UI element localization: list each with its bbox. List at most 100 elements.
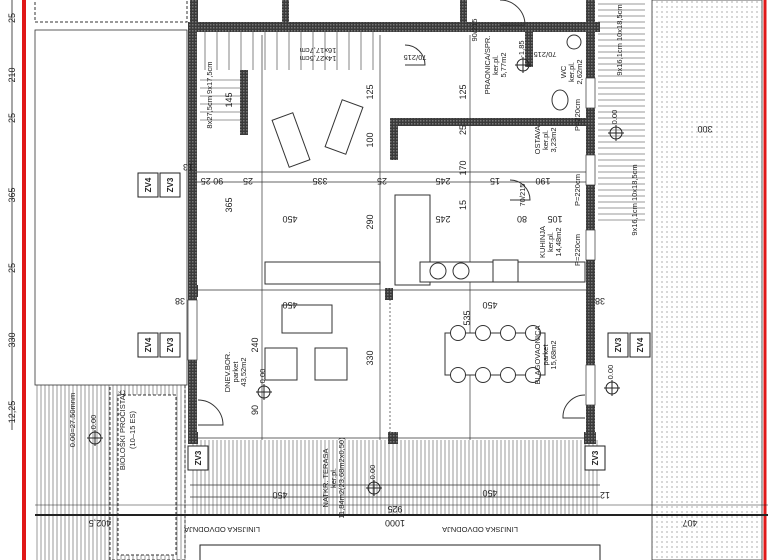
- window-tag-box: [159, 332, 181, 358]
- room-label-floor: ker.pl.: [567, 62, 576, 82]
- level-value: 0.00: [606, 365, 615, 380]
- dimension-label: 12,25: [7, 401, 17, 424]
- dimension-label: 15: [490, 176, 500, 186]
- dimension-label: 25: [7, 263, 17, 273]
- left-yard: [34, 29, 188, 386]
- room-label-area: 15,68m2: [549, 340, 558, 369]
- room-label-area: 5,77m2: [499, 52, 508, 77]
- room-label-name: KUHINJA: [538, 226, 547, 258]
- level-marker-icon: [608, 125, 624, 141]
- sofa: [264, 261, 381, 285]
- room-label-area: 43,52m2: [239, 357, 248, 386]
- top-left-dashed-area: [34, 0, 188, 23]
- toilet: [551, 89, 569, 111]
- window-tag-box: [159, 172, 181, 198]
- window-tag-box: [584, 445, 606, 471]
- annotation-door-1: 70/215: [404, 53, 427, 62]
- armchair: [264, 347, 298, 381]
- door-swing: [562, 394, 586, 419]
- dimension-label: 290: [365, 214, 375, 229]
- dimension-label: 450: [482, 300, 497, 310]
- annotation-door-4: 90/215: [470, 19, 479, 42]
- dining-chair: [500, 367, 516, 383]
- window-tag-box: [137, 172, 159, 198]
- dimension-label: 450: [282, 214, 297, 224]
- annotation-window-height-2: P=220cm: [573, 174, 582, 206]
- dimension-label: 240: [250, 337, 260, 352]
- dimension-label: 38: [175, 296, 185, 306]
- dimension-label: 125: [365, 84, 375, 99]
- dimension-label: 925: [387, 504, 402, 514]
- dimension-label: 300: [697, 124, 712, 134]
- level-marker-icon: [366, 480, 382, 496]
- annotation-drainage-left: LINIJSKA ODVODNJA: [184, 525, 260, 534]
- lounger: [271, 112, 311, 168]
- terrace-hatched-area: [190, 440, 600, 515]
- door-swing: [499, 0, 526, 26]
- dimension-label: 407: [682, 518, 697, 528]
- dimension-label: 12: [600, 490, 610, 500]
- annotation-stairs-main-a: 16x17,7cm: [300, 46, 337, 55]
- level-marker-icon: [604, 380, 620, 396]
- armchair: [314, 347, 348, 381]
- level-marker-icon: [515, 57, 531, 73]
- room-label-area: 11,84m2(23,68m2x0,50): [337, 437, 346, 519]
- dimension-label: 450: [282, 300, 297, 310]
- window-tag-box: [137, 332, 159, 358]
- dimension-label: 330: [365, 350, 375, 365]
- dining-chair: [475, 325, 491, 341]
- dimension-label: 13: [183, 162, 193, 172]
- room-label-floor: parket: [231, 361, 240, 383]
- level-marker-icon: [87, 430, 103, 446]
- dimension-label: 335: [312, 176, 327, 186]
- lounger: [324, 99, 364, 155]
- dining-chair: [475, 367, 491, 383]
- window-tag-box: [607, 332, 629, 358]
- dimension-label: 330: [7, 332, 17, 347]
- level-value: 0.00: [368, 465, 377, 480]
- room-label-floor: ker.pl.: [329, 468, 338, 488]
- dimension-label: 100: [365, 132, 375, 147]
- door-swing: [509, 179, 531, 201]
- window-tag: ZV4: [636, 337, 645, 352]
- annotation-treatment-capacity: (10–15 ES): [128, 411, 137, 449]
- dimension-label: 170: [458, 160, 468, 175]
- room-label-floor: ker.pl.: [546, 232, 555, 252]
- cooktop: [492, 259, 519, 283]
- room-label-area: 3,23m2: [549, 127, 558, 152]
- window-tag: ZV3: [166, 177, 175, 192]
- grid-lines: [190, 35, 600, 498]
- door-swing: [197, 399, 224, 426]
- dimension-label: 1000: [385, 518, 405, 528]
- dimension-label: 245: [435, 214, 450, 224]
- annotation-stairs-main-b: 14x27,5cm: [300, 54, 337, 63]
- room-label-area: 2,62m2: [575, 59, 584, 84]
- annotation-window-height-3: P=220cm: [573, 234, 582, 266]
- window-tag: ZV3: [591, 450, 600, 465]
- window-tag: ZV4: [144, 337, 153, 352]
- annotation-stairs-left: 8x27,5cm 9x17,5cm: [205, 61, 214, 128]
- annotation-stairs-right-top: 9x16,1cm 10x18,5cm: [615, 4, 624, 75]
- window-tag: ZV3: [614, 337, 623, 352]
- dimension-label: 190: [535, 176, 550, 186]
- window-tag: ZV3: [166, 337, 175, 352]
- room-label-name: PRAONICA/SPR.: [483, 36, 492, 95]
- dimension-label: 125: [458, 84, 468, 99]
- room-label-name: WC: [559, 65, 568, 78]
- dimension-label: 450: [482, 488, 497, 498]
- window-tag: ZV4: [144, 177, 153, 192]
- dimension-label: 25: [243, 176, 253, 186]
- room-label-floor: ker.pl.: [541, 130, 550, 150]
- annotation-treatment-plant: BIOLOŠKI PROČISTAČ: [118, 389, 127, 470]
- annotation-door-3: 70/215: [534, 50, 557, 59]
- dining-chair: [525, 367, 541, 383]
- dimension-label: 535: [462, 310, 472, 325]
- level-value: -1,85: [517, 40, 526, 57]
- level-marker-icon: [256, 384, 272, 400]
- dimension-label: 90: [250, 405, 260, 415]
- annotation-datum: 0.00=27.50mnm: [68, 393, 77, 447]
- dimension-label: 80: [517, 214, 527, 224]
- room-label-floor: ker.pl.: [491, 55, 500, 75]
- door-swing: [404, 44, 426, 66]
